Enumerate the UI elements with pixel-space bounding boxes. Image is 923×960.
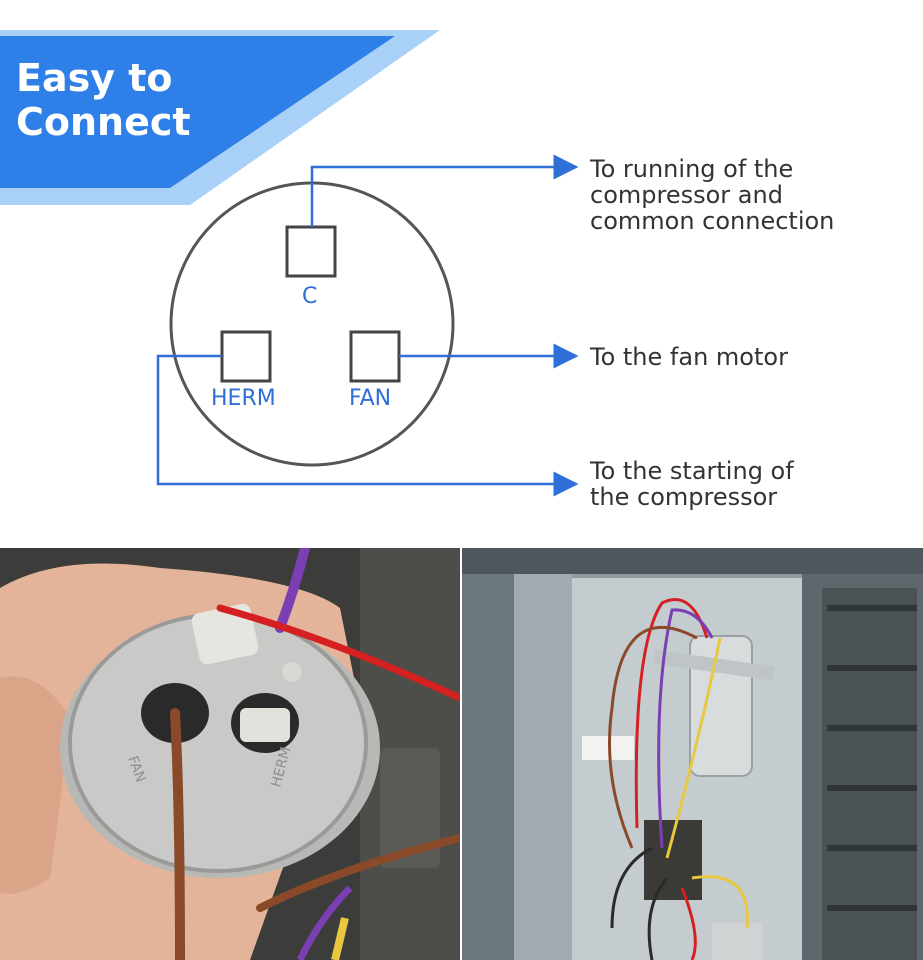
callout-compressor-running-line-2: compressor and — [590, 181, 783, 209]
banner: Easy to Connect — [0, 0, 923, 215]
terminal-c-box — [285, 225, 337, 278]
callout-compressor-running: To running of the compressor and common … — [590, 156, 834, 234]
terminal-herm-box — [220, 330, 272, 383]
ac-unit-interior-photo — [462, 548, 923, 960]
callout-compressor-running-line-3: common connection — [590, 207, 835, 235]
wiring-diagram: C HERM FAN To running of the compressor … — [156, 154, 834, 510]
callout-compressor-starting: To the starting of the compressor — [590, 458, 794, 510]
capacitor-in-hand-photo: FAN HERM — [0, 548, 460, 960]
wire-herm — [156, 354, 579, 497]
photo-strip: FAN HERM — [0, 548, 923, 960]
callout-compressor-starting-line-2: the compressor — [590, 483, 778, 511]
callout-compressor-running-line-1: To running of the — [590, 155, 794, 183]
terminal-fan-label: FAN — [349, 386, 392, 411]
terminal-c-label: C — [302, 284, 318, 309]
banner-shape — [0, 30, 440, 205]
terminal-herm-label: HERM — [211, 386, 276, 411]
banner-title-line-1: Easy to — [16, 56, 173, 100]
wire-c — [310, 154, 579, 227]
terminal-fan-box — [349, 330, 401, 383]
callout-fan-motor: To the fan motor — [590, 343, 788, 371]
callout-compressor-starting-line-1: To the starting of — [590, 457, 794, 485]
banner-title-line-2: Connect — [16, 100, 191, 144]
diagram-graphics — [156, 154, 579, 497]
